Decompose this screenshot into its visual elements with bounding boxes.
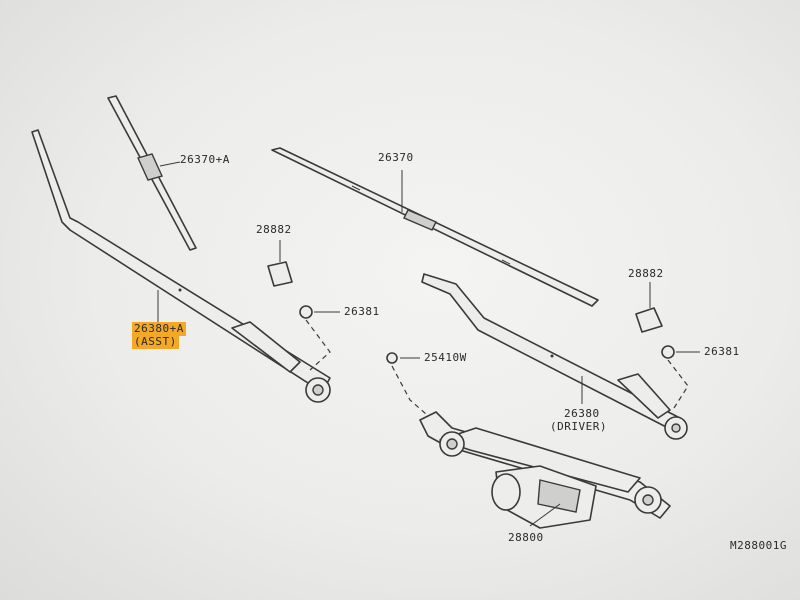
label-arm-assist-part: 26380+A (132, 322, 186, 336)
pivot-nut-left (299, 305, 340, 371)
mounting-bolt (386, 352, 427, 415)
pivot-nut-right (661, 345, 700, 409)
label-nut-right: 26381 (704, 345, 740, 358)
pivot-cap-left (267, 240, 293, 287)
label-motor: 28800 (508, 531, 544, 544)
label-cap-left: 28882 (256, 223, 292, 236)
wiper-blade-driver (271, 147, 599, 307)
wiper-arm-assist (31, 129, 331, 403)
label-blade-driver: 26370 (378, 151, 414, 164)
label-cap-right: 28882 (628, 267, 664, 280)
pivot-cap-right (635, 282, 663, 333)
label-nut-left: 26381 (344, 305, 380, 318)
label-blade-assist: 26370+A (180, 153, 230, 166)
wiper-blade-assist (107, 95, 197, 251)
label-arm-driver-side: (DRIVER) (550, 420, 607, 433)
label-arm-assist-side: (ASST) (132, 335, 179, 349)
diagram-code: M288001G (730, 539, 787, 552)
wiper-motor-linkage (419, 411, 671, 529)
label-arm-driver-part: 26380 (564, 407, 600, 420)
wiper-arm-driver (421, 273, 688, 440)
label-bolt: 25410W (424, 351, 467, 364)
